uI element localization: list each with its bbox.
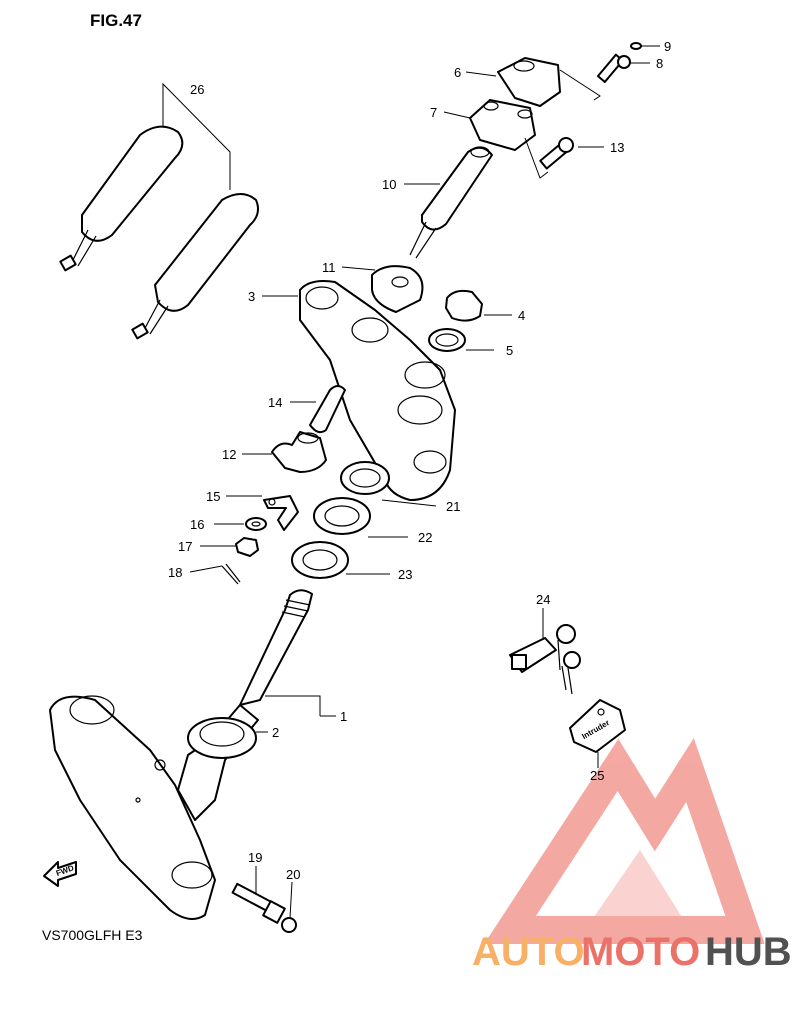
callout-9: 9 xyxy=(664,39,671,54)
callout-4: 4 xyxy=(518,308,525,323)
callout-23: 23 xyxy=(398,567,412,582)
callout-25: 25 xyxy=(590,768,604,783)
leader-lines xyxy=(189,45,660,919)
callout-6: 6 xyxy=(454,65,461,80)
part-26-handlebars xyxy=(59,82,259,340)
callout-labels: 1 2 3 4 5 6 7 8 9 10 11 12 13 14 15 16 1… xyxy=(168,39,671,882)
watermark-moto: MOTO xyxy=(581,930,700,974)
watermark-auto: AUTO xyxy=(472,930,585,974)
part-16-washer xyxy=(245,517,267,531)
callout-17: 17 xyxy=(178,539,192,554)
part-19-bolt xyxy=(231,882,286,924)
part-7-lower-clamp xyxy=(469,99,549,179)
callout-8: 8 xyxy=(656,56,663,71)
watermark-triangle-icon xyxy=(484,737,765,944)
part-8-bolt xyxy=(596,53,631,83)
part-20-nut xyxy=(281,917,297,933)
callout-3: 3 xyxy=(248,289,255,304)
part-22-bearing xyxy=(313,497,371,535)
part-4-cap xyxy=(445,289,483,322)
callout-14: 14 xyxy=(268,395,282,410)
part-12-cushion xyxy=(271,431,327,473)
figure-title: FIG.47 xyxy=(90,11,142,30)
model-label: VS700GLFH E3 xyxy=(42,927,143,943)
callout-10: 10 xyxy=(382,177,396,192)
part-10-riser xyxy=(409,146,493,259)
part-15-bracket xyxy=(263,495,299,531)
part-13-bolt xyxy=(539,137,574,170)
part-2-bearing xyxy=(187,717,257,759)
callout-22: 22 xyxy=(418,530,432,545)
callout-2: 2 xyxy=(272,725,279,740)
part-17-nut xyxy=(235,537,259,557)
callout-15: 15 xyxy=(206,489,220,504)
part-11-cushion xyxy=(371,265,424,313)
part-18-cotter-pin xyxy=(221,563,241,585)
part-14-pin xyxy=(309,385,346,434)
callout-18: 18 xyxy=(168,565,182,580)
watermark-logo: AUTO MOTO HUB xyxy=(472,737,792,974)
callout-11: 11 xyxy=(322,260,336,275)
part-1-steering-stem xyxy=(49,589,321,920)
part-5-washer xyxy=(428,328,466,352)
part-23-seal xyxy=(291,541,349,579)
callout-16: 16 xyxy=(190,517,204,532)
callout-21: 21 xyxy=(446,499,460,514)
callout-13: 13 xyxy=(610,140,624,155)
part-9-washer xyxy=(630,42,642,50)
part-21-nut xyxy=(340,461,390,495)
callout-5: 5 xyxy=(506,343,513,358)
callout-12: 12 xyxy=(222,447,236,462)
watermark-hub: HUB xyxy=(705,930,792,974)
callout-1: 1 xyxy=(340,709,347,724)
callout-19: 19 xyxy=(248,850,262,865)
part-6-upper-clamp xyxy=(497,57,601,107)
fwd-direction-marker: FWD xyxy=(43,861,77,887)
part-24-ignition-lock xyxy=(509,624,581,695)
callout-20: 20 xyxy=(286,867,300,882)
callout-24: 24 xyxy=(536,592,550,607)
watermark-inner-shape-icon xyxy=(585,850,690,930)
callout-26: 26 xyxy=(190,82,204,97)
part-25-key-plate: Intruder xyxy=(569,699,626,753)
callout-7: 7 xyxy=(430,105,437,120)
